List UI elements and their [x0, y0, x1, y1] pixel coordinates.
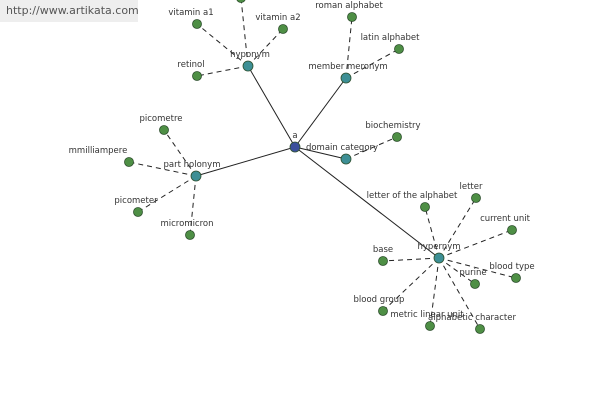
- leaf-node-roman-alphabet[interactable]: [347, 12, 357, 22]
- leaf-label-base: base: [373, 245, 393, 255]
- leaf-node-biochemistry[interactable]: [392, 132, 402, 142]
- edge-mmilliampere: [128, 161, 197, 177]
- labels-layer: a hyponym member meronym domain category par…: [69, 1, 535, 323]
- leaf-label-blood-group: blood group: [354, 295, 405, 305]
- edge-hyponym: [247, 65, 296, 148]
- leaf-label-biochemistry: biochemistry: [365, 121, 420, 131]
- edge-current-unit: [438, 229, 513, 259]
- leaf-node-vitamin-a2[interactable]: [278, 24, 288, 34]
- leaf-node-alphabetic-character[interactable]: [475, 324, 485, 334]
- edge-letter: [438, 197, 477, 259]
- edge-hypernym: [294, 146, 440, 259]
- edge-retinol: [196, 65, 249, 77]
- leaf-label-vitamin-a1: vitamin a1: [168, 8, 213, 18]
- edge-part-holonym: [195, 146, 296, 177]
- leaf-node-base[interactable]: [378, 256, 388, 266]
- relation-label-hyponym: hyponym: [230, 50, 270, 60]
- leaf-node-mmilliampere[interactable]: [124, 157, 134, 167]
- relation-node-domain-category[interactable]: [340, 153, 352, 165]
- leaf-node-letter-of-the-alphabet[interactable]: [420, 202, 430, 212]
- leaf-node-picometre[interactable]: [159, 125, 169, 135]
- leaf-label-picometre: picometre: [139, 114, 182, 124]
- edges-layer: [128, 0, 517, 330]
- leaf-label-latin-alphabet: latin alphabet: [361, 33, 421, 43]
- leaf-node-metric-linear-unit[interactable]: [425, 321, 435, 331]
- leaf-label-vitamin-a2: vitamin a2: [255, 13, 300, 23]
- leaf-label-retinol: retinol: [177, 60, 204, 70]
- leaf-node-vitamin-a1[interactable]: [192, 19, 202, 29]
- edge-micromicron: [189, 175, 197, 236]
- edge-vitamin-a1: [196, 23, 249, 67]
- edge-alphabetic-character: [438, 257, 481, 330]
- edge-biochemistry: [345, 136, 398, 160]
- leaf-label-roman-alphabet: roman alphabet: [315, 1, 383, 11]
- edge-vitamin-a2: [247, 28, 284, 67]
- leaf-node-picometer[interactable]: [133, 207, 143, 217]
- leaf-label-blood-type: blood type: [489, 262, 534, 272]
- edge-picometre: [163, 129, 197, 177]
- leaf-label-metric-linear-unit: metric linear unit: [390, 310, 464, 320]
- root-label: a: [292, 131, 297, 141]
- leaf-label-purine: purine: [459, 268, 486, 278]
- relation-node-hyponym[interactable]: [242, 60, 254, 72]
- edge-roman-alphabet: [345, 16, 353, 79]
- edge-purine: [438, 257, 476, 285]
- leaf-node-blood-group[interactable]: [378, 306, 388, 316]
- relation-label-domain-category: domain category: [306, 143, 378, 153]
- edge-metric-linear-unit: [429, 257, 440, 327]
- leaf-node-hyponym-top[interactable]: [236, 0, 246, 3]
- leaf-label-alphabetic-character: alphabetic character: [428, 313, 516, 323]
- leaf-node-purine[interactable]: [470, 279, 480, 289]
- relation-label-hypernym: hypernym: [417, 242, 460, 252]
- nodes-layer: [124, 0, 521, 334]
- edge-picometer: [137, 175, 197, 213]
- relation-label-member-meronym: member meronym: [308, 62, 387, 72]
- edge-blood-group: [382, 257, 440, 312]
- leaf-node-micromicron[interactable]: [185, 230, 195, 240]
- leaf-label-micromicron: micromicron: [160, 219, 213, 229]
- leaf-label-current-unit: current unit: [480, 214, 531, 224]
- root-node-a[interactable]: [289, 141, 301, 153]
- leaf-label-picometer: picometer: [114, 196, 158, 206]
- edge-blood-type: [438, 257, 517, 279]
- leaf-node-current-unit[interactable]: [507, 225, 517, 235]
- leaf-node-latin-alphabet[interactable]: [394, 44, 404, 54]
- edge-member-meronym: [294, 77, 347, 148]
- relation-label-part-holonym: part holonym: [164, 160, 221, 170]
- edge-hyponym-top: [240, 0, 249, 67]
- leaf-label-mmilliampere: mmilliampere: [69, 146, 128, 156]
- watermark-url: http://www.artikata.com: [0, 0, 139, 22]
- leaf-node-blood-type[interactable]: [511, 273, 521, 283]
- edge-latin-alphabet: [345, 48, 400, 79]
- edge-domain-category: [294, 146, 347, 160]
- leaf-label-letter-of-the-alphabet: letter of the alphabet: [367, 191, 458, 201]
- leaf-node-letter[interactable]: [471, 193, 481, 203]
- leaf-node-retinol[interactable]: [192, 71, 202, 81]
- relation-node-part-holonym[interactable]: [190, 170, 202, 182]
- leaf-label-letter: letter: [460, 182, 483, 192]
- edge-base: [382, 257, 440, 262]
- relation-node-hypernym[interactable]: [433, 252, 445, 264]
- relation-node-member-meronym[interactable]: [340, 72, 352, 84]
